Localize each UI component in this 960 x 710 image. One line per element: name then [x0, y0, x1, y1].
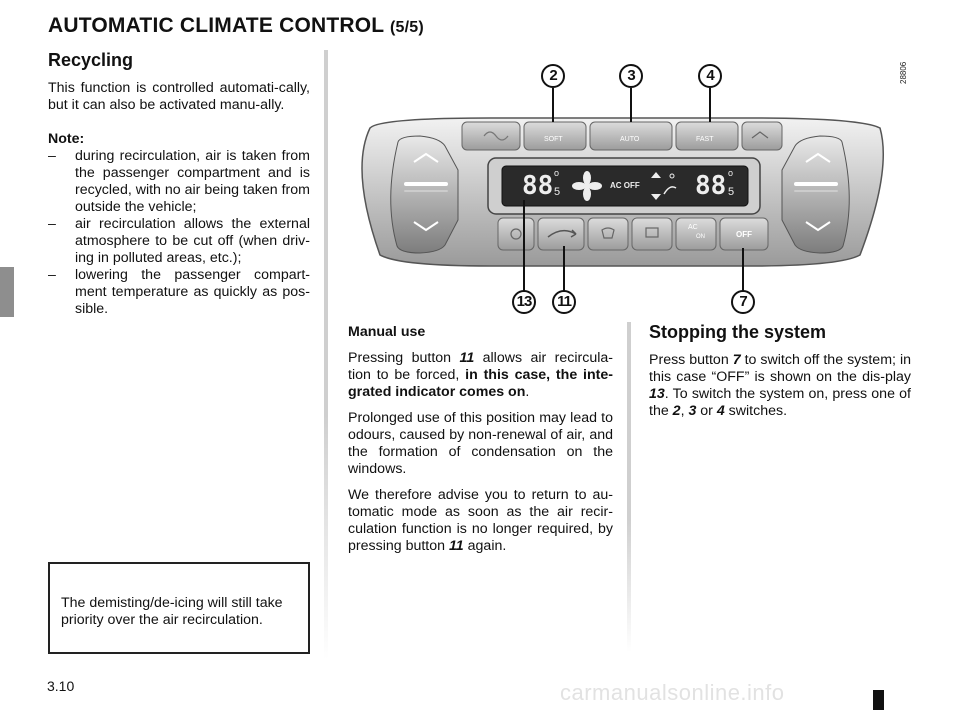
- auto-button-label: AUTO: [620, 136, 640, 143]
- bullet-dash: –: [48, 148, 56, 164]
- note-label: Note:: [48, 131, 85, 147]
- priority-note-text: The demisting/de-icing will still take p…: [61, 595, 283, 628]
- callout-7: 7: [731, 290, 755, 314]
- manual-use-paragraph-2: Prolonged use of this position may lead …: [348, 410, 613, 477]
- note-bullet: – during recirculation, air is taken fro…: [48, 148, 310, 215]
- display-temp-left-decimal: 5: [554, 186, 561, 198]
- stopping-paragraph: Press button 7 to switch off the system;…: [649, 352, 911, 419]
- ref-switch-2: 2: [672, 403, 681, 419]
- ref-switch-3: 3: [688, 403, 697, 419]
- callout-13: 13: [512, 290, 536, 314]
- display-temp-right: 88: [695, 171, 727, 201]
- ref-button-11: 11: [448, 538, 464, 554]
- note-bullet: – air recirculation allows the external …: [48, 216, 310, 266]
- page-corner-mark: [873, 690, 884, 710]
- fast-button-label: FAST: [696, 136, 714, 143]
- climate-panel-illustration: [361, 88, 884, 292]
- manual-use-heading: Manual use: [348, 324, 426, 340]
- display-degree-left: o: [554, 168, 560, 178]
- fan-icon: [572, 171, 602, 201]
- soft-button-label: SOFT: [544, 136, 563, 143]
- ref-switch-4: 4: [716, 403, 725, 419]
- climate-panel-figure: SOFT AUTO FAST AC OFF AC ON OFF 88 5 o 8…: [340, 50, 900, 320]
- display-temp-left: 88: [522, 171, 554, 201]
- chapter-tab: [0, 267, 14, 317]
- rear-demist-icon: [645, 227, 659, 238]
- stopping-heading: Stopping the system: [649, 322, 827, 342]
- on-button-label: ON: [696, 234, 705, 240]
- bullet-dash: –: [48, 267, 56, 283]
- left-column: Recycling This function is controlled au…: [48, 50, 310, 318]
- column-divider-right: [627, 322, 631, 652]
- off-button-label: OFF: [736, 230, 752, 239]
- display-degree-right: o: [728, 168, 734, 178]
- callout-4: 4: [698, 64, 722, 88]
- recycling-intro: This function is controlled automati-cal…: [48, 80, 310, 113]
- page-title-suffix: (5/5): [389, 19, 424, 36]
- manual-use-paragraph-1: Pressing button 11 allows air recircula-…: [348, 350, 613, 400]
- priority-note-box: The demisting/de-icing will still take p…: [48, 562, 310, 654]
- ac-off-indicator: AC OFF: [610, 181, 640, 190]
- indicator-note: in this case, the inte-grated indicator …: [348, 367, 613, 400]
- fan-small-icon: [510, 228, 522, 240]
- page-number: 3.10: [47, 678, 75, 694]
- callout-3: 3: [619, 64, 643, 88]
- windscreen-demist-icon: [601, 227, 615, 239]
- bullet-dash: –: [48, 216, 56, 232]
- ref-button-11: 11: [459, 350, 475, 366]
- manual-use-paragraph-3: We therefore advise you to return to au-…: [348, 487, 613, 554]
- display-temp-right-decimal: 5: [728, 186, 735, 198]
- recycling-heading: Recycling: [48, 50, 134, 70]
- air-distribution-icon: [483, 131, 509, 141]
- ref-button-7: 7: [732, 352, 741, 368]
- ref-display-13: 13: [649, 386, 665, 402]
- watermark: carmanualsonline.info: [560, 680, 785, 705]
- middle-column: Manual use Pressing button 11 allows air…: [348, 324, 613, 555]
- recirculation-icon: [547, 229, 577, 238]
- air-flow-button-icon: [751, 131, 769, 139]
- page-title: AUTOMATIC CLIMATE CONTROL (5/5): [48, 14, 424, 37]
- airflow-arrows-icon: [651, 172, 677, 200]
- callout-11: 11: [552, 290, 576, 314]
- note-bullet: – lowering the passenger compart-ment te…: [48, 267, 310, 317]
- figure-ref-code: 28806: [899, 61, 908, 84]
- column-divider-left: [324, 50, 328, 660]
- callout-2: 2: [541, 64, 565, 88]
- right-column: Stopping the system Press button 7 to sw…: [649, 322, 911, 420]
- ac-on-button-label: AC: [688, 224, 698, 231]
